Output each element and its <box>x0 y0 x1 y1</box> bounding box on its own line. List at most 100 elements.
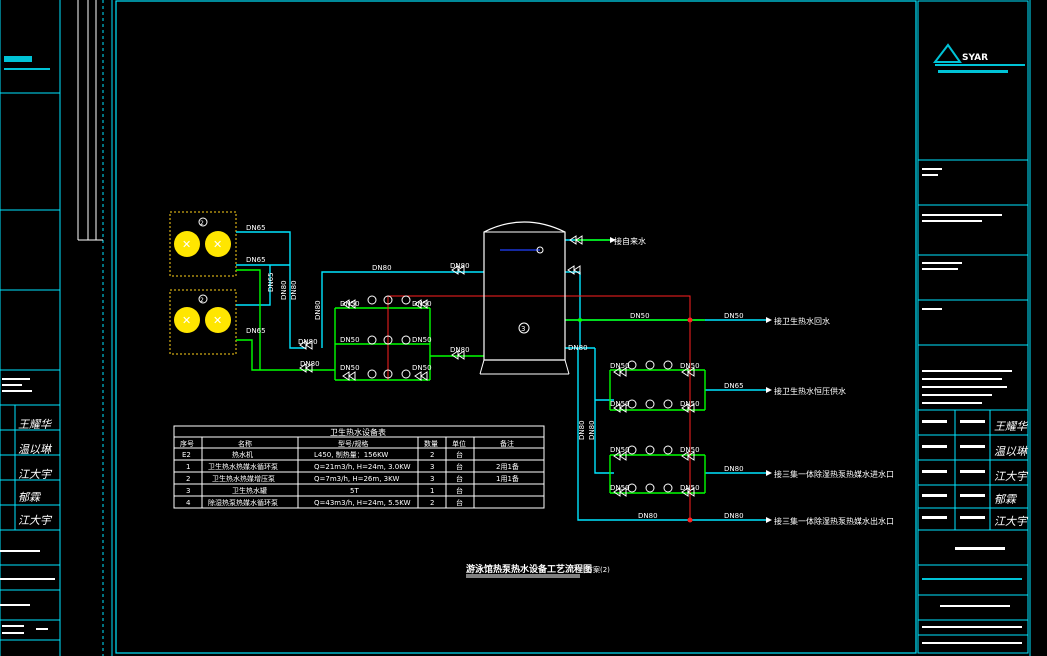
pipe-size-label: DN50 <box>412 300 432 308</box>
table-cell: Q=7m3/h, H=26m, 3KW <box>314 475 399 483</box>
table-cell: 台 <box>456 486 463 495</box>
table-cell: 2用1备 <box>496 462 519 471</box>
svg-text:✕: ✕ <box>213 238 222 251</box>
table-caption: 卫生热水设备表 <box>330 427 386 437</box>
pipe-size-label: DN50 <box>610 446 630 454</box>
pipe-size-label: DN50 <box>680 400 700 408</box>
pump-group-left <box>299 265 465 381</box>
table-cell: 台 <box>456 450 463 459</box>
pipe-size-label: DN80 <box>298 338 318 346</box>
pipe-size-label: DN80 <box>450 346 470 354</box>
pipe-size-label: DN50 <box>340 300 360 308</box>
pipe-size-label: DN50 <box>630 312 650 320</box>
table-header-cell: 单位 <box>452 439 466 448</box>
pipe-size-label: DN80 <box>372 264 392 272</box>
table-header-cell: 数量 <box>424 439 438 448</box>
outlet-label-return: 接卫生热水回水 <box>774 316 830 326</box>
table-cell: 台 <box>456 462 463 471</box>
heat-pump-unit-top: ✕ ✕ <box>169 211 237 277</box>
table-row: 2 卫生热水热媒增压泵 Q=7m3/h, H=26m, 3KW 3 台 1用1备 <box>186 474 519 483</box>
table-cell: 3 <box>430 475 434 483</box>
pipe-size-label: DN50 <box>680 484 700 492</box>
pipe-size-label: DN65 <box>246 224 266 232</box>
table-header-cell: 序号 <box>180 439 194 448</box>
pipe-size-label: DN50 <box>680 446 700 454</box>
tank-number: 3 <box>521 325 525 333</box>
pipe-size-label: DN50 <box>724 312 744 320</box>
right-title-block <box>918 43 1028 644</box>
signature: 江大宇 <box>994 515 1029 528</box>
hot-water-tank <box>479 221 570 375</box>
table-cell: 3 <box>186 487 190 495</box>
left-title-strip <box>0 56 60 641</box>
table-cell: 1 <box>186 463 190 471</box>
table-cell: Q=43m3/h, H=24m, 5.5KW <box>314 499 411 507</box>
table-row: E2 热水机 L450, 制热量：156KW 2 台 <box>182 450 463 459</box>
pipe-size-labels: DN65 DN65 DN65 DN80 DN80 DN80 DN80 DN80 … <box>246 224 744 520</box>
signature: 江大宇 <box>994 470 1029 483</box>
pipe-size-label: DN50 <box>340 336 360 344</box>
pipe-size-label: DN65 <box>246 327 266 335</box>
table-cell: 卫生热水罐 <box>232 486 267 495</box>
table-row: 1 卫生热水热媒水循环泵 Q=21m3/h, H=24m, 3.0KW 3 台 … <box>186 462 519 471</box>
outlet-label-inlet: 接三集一体除湿热泵热媒水进水口 <box>774 469 894 479</box>
table-cell: 台 <box>456 474 463 483</box>
signature: 郁霖 <box>18 491 42 504</box>
table-cell: 1用1备 <box>496 474 519 483</box>
table-cell: 除湿热泵热媒水循环泵 <box>208 498 278 507</box>
pipe-size-label-vertical: DN80 <box>280 280 288 300</box>
pipe-size-label: DN65 <box>724 382 744 390</box>
signature: 王耀华 <box>18 418 53 431</box>
unit-a-number: 2 <box>200 220 204 227</box>
pipe-size-label: DN80 <box>568 344 588 352</box>
unit-b-number: 2 <box>200 297 204 304</box>
table-cell: 卫生热水热媒增压泵 <box>212 474 275 483</box>
table-cell: 5T <box>350 487 359 495</box>
pipe-size-label: DN50 <box>680 362 700 370</box>
outlet-label-outlet: 接三集一体除湿热泵热媒水出水口 <box>774 516 894 526</box>
pipe-size-label: DN50 <box>412 336 432 344</box>
table-cell: 2 <box>186 475 190 483</box>
pipe-size-label: DN80 <box>724 465 744 473</box>
signature: 江大宇 <box>18 468 53 481</box>
pipe-size-label: DN50 <box>412 364 432 372</box>
pipe-size-label: DN50 <box>610 362 630 370</box>
table-cell: 台 <box>456 498 463 507</box>
pipe-size-label: DN50 <box>340 364 360 372</box>
outlet-arrows <box>610 237 772 523</box>
table-cell: 2 <box>430 499 434 507</box>
return-piping <box>236 239 706 494</box>
drawing-title-suffix: 方案(2) <box>586 565 610 574</box>
pipe-size-label-vertical: DN80 <box>290 280 298 300</box>
pipe-size-label-vertical: DN80 <box>314 300 322 320</box>
outlet-label-supply: 接卫生热水恒压供水 <box>774 386 846 396</box>
signature-column: 王耀华 温以琳 江大宇 郁霖 江大宇 <box>994 420 1029 528</box>
pipe-size-label: DN80 <box>724 512 744 520</box>
equipment-table <box>173 425 545 509</box>
signature: 王耀华 <box>994 420 1029 433</box>
table-header-row: 序号 名称 型号/规格 数量 单位 备注 <box>180 439 514 448</box>
outlet-label-city-water: 接自来水 <box>614 236 646 246</box>
table-cell: L450, 制热量：156KW <box>314 450 388 459</box>
table-cell: 热水机 <box>232 450 253 459</box>
table-cell: E2 <box>182 451 191 459</box>
pipe-size-label: DN50 <box>610 400 630 408</box>
table-cell: 3 <box>430 463 434 471</box>
table-cell: Q=21m3/h, H=24m, 3.0KW <box>314 463 411 471</box>
table-header-cell: 名称 <box>238 439 252 448</box>
pipe-size-label: DN50 <box>610 484 630 492</box>
signature-column-left: 王耀华 温以琳 江大宇 郁霖 江大宇 <box>18 418 53 527</box>
table-header-cell: 备注 <box>500 439 514 448</box>
table-row: 4 除湿热泵热媒水循环泵 Q=43m3/h, H=24m, 5.5KW 2 台 <box>186 498 463 507</box>
pipe-size-label-vertical: DN65 <box>267 272 275 292</box>
signature: 温以琳 <box>18 443 53 456</box>
table-cell: 4 <box>186 499 191 507</box>
signature: 郁霖 <box>994 493 1018 506</box>
pipe-size-label: DN80 <box>450 262 470 270</box>
table-row: 3 卫生热水罐 5T 1 台 <box>186 486 463 495</box>
pipe-size-label: DN80 <box>300 360 320 368</box>
hot-water-piping <box>387 295 691 520</box>
svg-text:✕: ✕ <box>182 314 191 327</box>
